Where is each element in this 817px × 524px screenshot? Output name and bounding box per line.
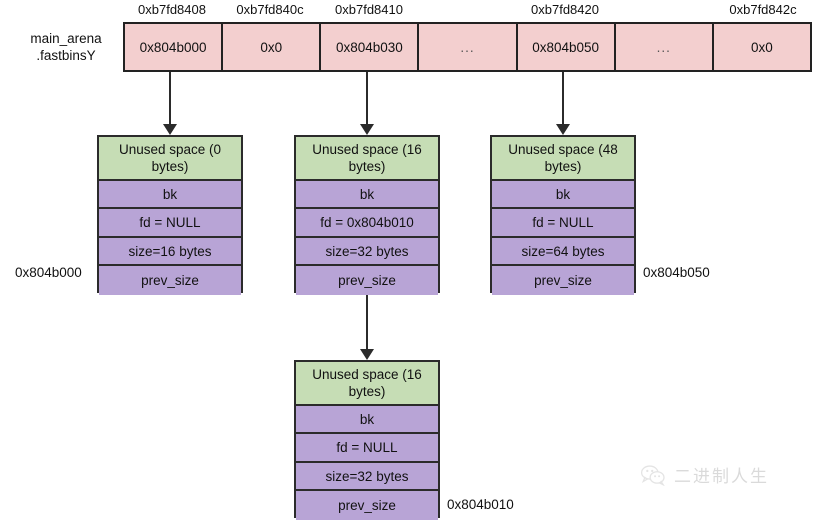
connector-line-bin2 bbox=[366, 72, 368, 126]
chunk-address-label-0x804b050: 0x804b050 bbox=[643, 265, 710, 280]
fastbin-address-1: 0xb7fd840c bbox=[236, 2, 304, 17]
chunk-row-unused-space: Unused space (16 bytes) bbox=[296, 137, 438, 181]
chunk-row-bk: bk bbox=[296, 406, 438, 434]
chunk-row-unused-space: Unused space (16 bytes) bbox=[296, 362, 438, 406]
connector-arrow-fd-chain bbox=[360, 349, 374, 360]
chunk-row-prev-size: prev_size bbox=[99, 266, 241, 295]
arena-label-line1: main_arena bbox=[30, 31, 102, 46]
chunk-row-prev-size: prev_size bbox=[296, 266, 438, 295]
chunk-row-fd: fd = NULL bbox=[99, 209, 241, 238]
chunk-address-label-0x804b010: 0x804b010 bbox=[447, 497, 514, 512]
fastbin-cell-3[interactable]: ... bbox=[419, 24, 518, 70]
connector-line-bin4 bbox=[562, 72, 564, 126]
chunk-row-fd: fd = 0x804b010 bbox=[296, 209, 438, 238]
fastbin-address-2: 0xb7fd8410 bbox=[335, 2, 403, 17]
fastbin-address-4: 0xb7fd842c bbox=[729, 2, 797, 17]
chunk-row-unused-space: Unused space (48 bytes) bbox=[492, 137, 634, 181]
fastbin-address-0: 0xb7fd8408 bbox=[138, 2, 206, 17]
chunk-row-bk: bk bbox=[99, 181, 241, 209]
chunk-row-bk: bk bbox=[492, 181, 634, 209]
watermark-text: 二进制人生 bbox=[674, 467, 769, 487]
chunk-row-size: size=64 bytes bbox=[492, 238, 634, 266]
fastbins-array: 0x804b000 0x0 0x804b030 ... 0x804b050 ..… bbox=[123, 22, 812, 72]
chunk-0x804b030[interactable]: Unused space (16 bytes) bk fd = 0x804b01… bbox=[294, 135, 440, 295]
chunk-row-fd: fd = NULL bbox=[296, 434, 438, 463]
chunk-row-bk: bk bbox=[296, 181, 438, 209]
arena-label-line2: .fastbinsY bbox=[36, 48, 96, 63]
chunk-0x804b010[interactable]: Unused space (16 bytes) bk fd = NULL siz… bbox=[294, 360, 440, 520]
chunk-row-unused-space: Unused space (0 bytes) bbox=[99, 137, 241, 181]
arena-label: main_arena .fastbinsY bbox=[14, 30, 118, 64]
fastbin-cell-1[interactable]: 0x0 bbox=[223, 24, 322, 70]
connector-arrow-bin4 bbox=[556, 124, 570, 135]
connector-line-fd-chain bbox=[366, 293, 368, 351]
fastbin-cell-6[interactable]: 0x0 bbox=[713, 24, 810, 70]
chunk-row-size: size=16 bytes bbox=[99, 238, 241, 266]
wechat-icon bbox=[640, 464, 666, 486]
chunk-row-fd: fd = NULL bbox=[492, 209, 634, 238]
chunk-row-size: size=32 bytes bbox=[296, 238, 438, 266]
fastbin-address-3: 0xb7fd8420 bbox=[531, 2, 599, 17]
fastbin-cell-4[interactable]: 0x804b050 bbox=[517, 24, 616, 70]
chunk-row-prev-size: prev_size bbox=[492, 266, 634, 295]
chunk-0x804b050[interactable]: Unused space (48 bytes) bk fd = NULL siz… bbox=[490, 135, 636, 295]
connector-arrow-bin2 bbox=[360, 124, 374, 135]
watermark: 二进制人生 bbox=[640, 462, 769, 487]
chunk-row-prev-size: prev_size bbox=[296, 491, 438, 520]
fastbin-cell-0[interactable]: 0x804b000 bbox=[125, 24, 224, 70]
fastbin-cell-2[interactable]: 0x804b030 bbox=[321, 24, 420, 70]
chunk-0x804b000[interactable]: Unused space (0 bytes) bk fd = NULL size… bbox=[97, 135, 243, 295]
chunk-address-label-0x804b000: 0x804b000 bbox=[15, 265, 82, 280]
chunk-row-size: size=32 bytes bbox=[296, 463, 438, 491]
connector-line-bin0 bbox=[169, 72, 171, 126]
connector-arrow-bin0 bbox=[163, 124, 177, 135]
fastbin-cell-5[interactable]: ... bbox=[615, 24, 714, 70]
